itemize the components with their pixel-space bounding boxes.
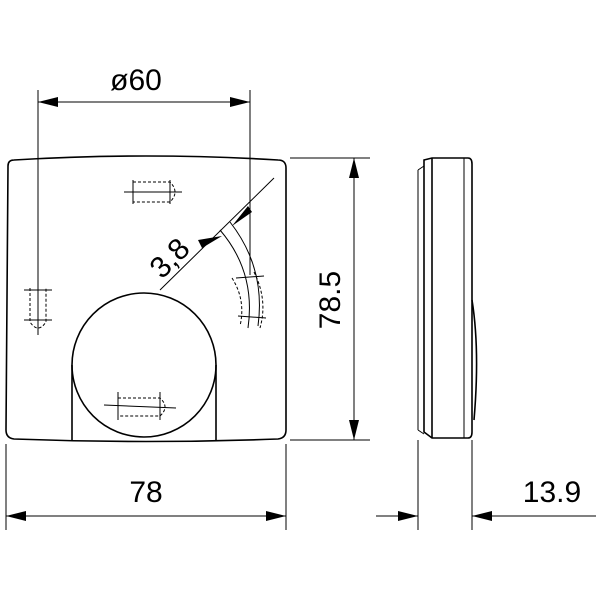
side-knob-bulge [471, 299, 478, 421]
depth-label: 13.9 [523, 476, 581, 509]
width-dimension: 78 [5, 444, 287, 530]
side-body-outline [423, 157, 473, 439]
slot-width-label: 3,8 [144, 232, 197, 285]
diameter-dimension: ø60 [37, 64, 251, 290]
depth-dimension: 13.9 [376, 440, 596, 530]
width-label: 78 [129, 476, 162, 509]
height-label: 78.5 [314, 271, 347, 329]
top-mounting-slot [124, 180, 182, 204]
side-view [417, 157, 478, 439]
bottom-mounting-slot [103, 392, 177, 420]
right-mounting-slot [219, 221, 267, 329]
height-dimension: 78.5 [290, 157, 370, 441]
round-cover [71, 292, 217, 438]
diameter-label: ø60 [110, 64, 162, 97]
front-view [5, 155, 287, 443]
front-plate-outline [5, 155, 287, 443]
